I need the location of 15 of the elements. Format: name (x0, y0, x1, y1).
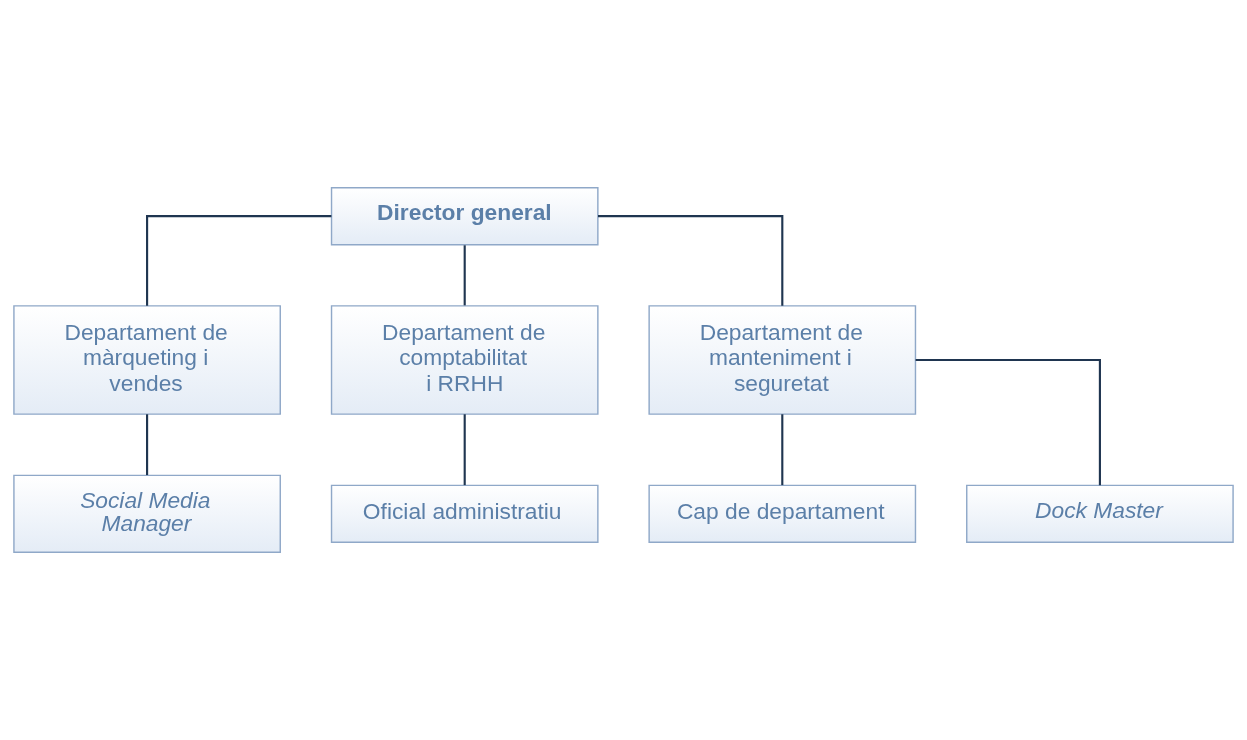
node-box: Oficial administratiu (330, 484, 599, 544)
node-box: Departament de comptabilitat i RRHH (330, 305, 599, 415)
node-box: Director general (330, 187, 599, 246)
node-box: Social Media Manager (13, 474, 281, 553)
connector (463, 414, 466, 486)
connector (781, 414, 784, 486)
connector (463, 245, 466, 306)
connector (598, 215, 784, 306)
node-box: Cap de departament (648, 484, 917, 544)
connector (915, 358, 1101, 486)
node-box: Departament de manteniment i seguretat (648, 305, 917, 415)
node-box: Dock Master (966, 484, 1234, 544)
connector (146, 414, 149, 476)
connector (146, 215, 332, 306)
node-box: Departament de màrqueting i vendes (13, 305, 281, 415)
